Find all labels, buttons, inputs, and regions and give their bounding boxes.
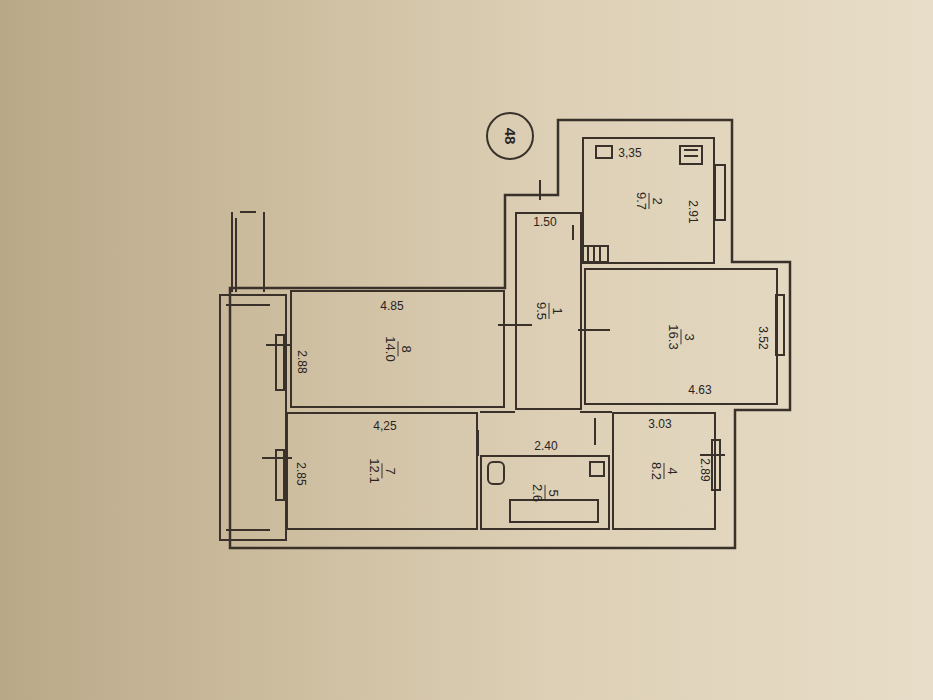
room-area: 9.5	[533, 300, 548, 322]
room-area: 9.7	[633, 189, 648, 211]
dimension-label: 3.52	[756, 325, 769, 350]
room-label: 29.7	[633, 189, 664, 211]
dimension-label: 2.89	[698, 457, 711, 482]
living-room: 316.3	[584, 268, 778, 405]
room-number: 48	[503, 124, 518, 149]
dimension-label: 2.85	[294, 461, 307, 486]
room-number: 8	[397, 341, 413, 356]
room-number: 7	[382, 463, 398, 478]
room-number: 3	[681, 329, 697, 344]
room-label: 48.2	[649, 460, 680, 482]
room-area: 2.6	[530, 481, 545, 503]
room-label: 19.5	[533, 300, 564, 322]
room-area: 8.2	[649, 460, 664, 482]
dimension-label: 2.40	[533, 440, 558, 453]
dimension-label: 3,35	[617, 147, 642, 160]
dimension-label: 4.85	[379, 300, 404, 313]
room-number: 5	[545, 485, 561, 500]
bathroom-room: 52.6	[480, 455, 610, 530]
room-number: 4	[664, 463, 680, 478]
room-number: 1	[548, 303, 564, 318]
corridor-room: 19.5	[515, 212, 582, 410]
dimension-label: 1.50	[532, 216, 557, 229]
room-label: 814.0	[382, 334, 413, 363]
room-label: 316.3	[666, 322, 697, 351]
dimension-label: 4.63	[687, 384, 712, 397]
room-area: 14.0	[382, 334, 397, 363]
room-area: 16.3	[666, 322, 681, 351]
room-label: 48	[503, 124, 518, 149]
room-label: 52.6	[530, 481, 561, 503]
room-label: 712.1	[367, 456, 398, 485]
room-area: 12.1	[367, 456, 382, 485]
apartment-number-circle: 48	[486, 112, 534, 160]
dimension-label: 3.03	[647, 418, 672, 431]
room-number: 2	[648, 193, 664, 208]
dimension-label: 4,25	[372, 420, 397, 433]
dimension-label: 2.91	[686, 199, 699, 224]
dimension-label: 2.88	[295, 349, 308, 374]
